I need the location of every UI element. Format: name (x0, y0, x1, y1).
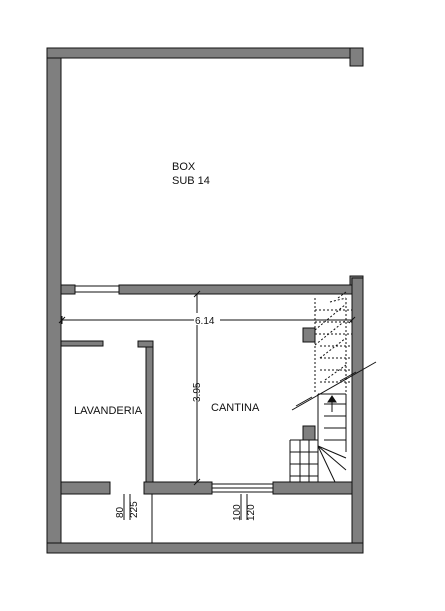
dimension-window-width: 100 (232, 504, 243, 521)
wall-laundry-stub (60, 340, 104, 347)
wall-outer-left (46, 47, 62, 554)
dimension-window-height: 120 (246, 504, 257, 521)
wall-outer-bottom (46, 542, 364, 554)
room-label-box-sub: SUB 14 (172, 175, 210, 187)
dimension-door-width: 80 (115, 506, 126, 518)
wall-outer-top (46, 47, 364, 59)
wall-top-right-notch (349, 47, 364, 67)
wall-lower-middle (143, 481, 213, 495)
room-label-box: BOX (172, 161, 196, 173)
staircase (289, 393, 347, 483)
stair-cut-line (291, 361, 377, 412)
wall-right-lower (351, 277, 364, 554)
wall-lower-right (272, 481, 353, 495)
wall-partition-right (118, 284, 353, 295)
wall-lower-left (60, 481, 111, 495)
thin-lines (75, 285, 273, 543)
staircase-upper-dashed (314, 291, 352, 394)
room-label-cantina: CANTINA (211, 402, 260, 414)
room-label-lavanderia: LAVANDERIA (74, 405, 143, 417)
dimension-width: 6.14 (195, 316, 215, 327)
wall-laundry-vertical (145, 340, 154, 488)
walls (46, 47, 364, 554)
wall-partition-left (60, 284, 76, 295)
wall-laundry-vertical-cap (137, 340, 154, 348)
dimension-door-height: 225 (129, 501, 140, 518)
dimension-height: 3.95 (192, 382, 203, 402)
stair-arrow-icon (327, 395, 337, 403)
pillar-lower (302, 425, 316, 441)
pillar-upper (302, 327, 316, 343)
